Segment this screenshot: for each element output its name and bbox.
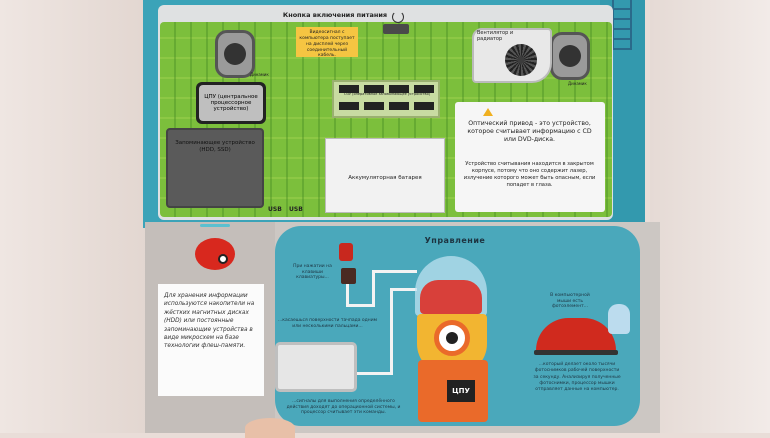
mouse-result-note: ...который делает около тысячи фотоснимк… bbox=[533, 362, 621, 393]
fan-label: Вентилятор и радиатор bbox=[477, 30, 514, 43]
touchpad-note: ...касаешься поверхности тачпада одним и… bbox=[277, 318, 378, 329]
cable bbox=[390, 288, 417, 291]
keyboard-key-icon bbox=[341, 268, 356, 284]
keyboard-robot-illustration bbox=[339, 243, 353, 261]
cable bbox=[372, 270, 417, 273]
optical-drive-text: Оптический привод - это устройство, кото… bbox=[467, 120, 592, 144]
propeller-icon bbox=[200, 224, 230, 227]
control-title: Управление bbox=[424, 236, 486, 245]
optical-drive-flap bbox=[455, 102, 605, 212]
robot-eye-icon bbox=[218, 254, 228, 264]
storage-flap bbox=[166, 128, 264, 208]
carpet-background-left bbox=[0, 0, 150, 433]
speaker-left-icon bbox=[215, 30, 255, 78]
cable bbox=[346, 284, 349, 306]
keyboard-note: При нажатии на клавиши клавиатуры... bbox=[293, 264, 332, 281]
carpet-background-right bbox=[650, 0, 770, 433]
storage-note: Для хранения информации используются нак… bbox=[158, 284, 264, 396]
cpu-label: ЦПУ (центральное процессорное устройство… bbox=[199, 85, 263, 121]
mouse-illustration bbox=[536, 318, 616, 352]
signals-note: ...сигналы для выполнения определённого … bbox=[286, 399, 401, 416]
warning-icon bbox=[483, 108, 493, 116]
finger bbox=[245, 418, 295, 438]
mouse-note: В компьютерной мыши есть фотоэлемент... bbox=[550, 293, 590, 310]
cpu-flap: ЦПУ (центральное процессорное устройство… bbox=[196, 82, 266, 124]
power-icon bbox=[392, 11, 404, 23]
power-button bbox=[383, 24, 409, 34]
cable bbox=[346, 304, 374, 307]
cable bbox=[357, 372, 392, 375]
battery-label: Аккумуляторная батарея bbox=[348, 175, 422, 181]
ram-label: ОЗУ (оперативное запоминающее устройство… bbox=[343, 92, 431, 96]
mouse-base bbox=[534, 350, 618, 355]
cable bbox=[372, 270, 375, 307]
video-note: Видеосигнал с компьютера поступает на ди… bbox=[296, 27, 358, 58]
cable bbox=[390, 288, 393, 375]
fan-icon bbox=[505, 44, 537, 76]
speaker-right-icon bbox=[550, 32, 590, 80]
speaker-right-label: Динамик bbox=[568, 81, 587, 86]
storage-label: Запоминающее устройство (HDD, SSD) bbox=[175, 140, 255, 153]
power-button-label: Кнопка включения питания bbox=[282, 11, 388, 19]
robot-pupil bbox=[446, 332, 458, 344]
hdd-robot-illustration bbox=[195, 238, 235, 270]
battery-flap bbox=[325, 138, 445, 213]
cpu-chip-label: ЦПУ bbox=[447, 380, 475, 402]
speaker-left-label: Динамик bbox=[250, 72, 269, 77]
usb-port-label: USB bbox=[268, 206, 282, 213]
usb-port-label: USB bbox=[289, 206, 303, 213]
brain-icon bbox=[420, 280, 482, 314]
ram-module bbox=[332, 80, 440, 118]
mouse-robot-illustration bbox=[608, 304, 630, 334]
optical-drive-note: Устройство считывания находится в закрыт… bbox=[463, 161, 596, 189]
ladder-illustration bbox=[612, 0, 632, 50]
touchpad-illustration bbox=[275, 342, 357, 392]
